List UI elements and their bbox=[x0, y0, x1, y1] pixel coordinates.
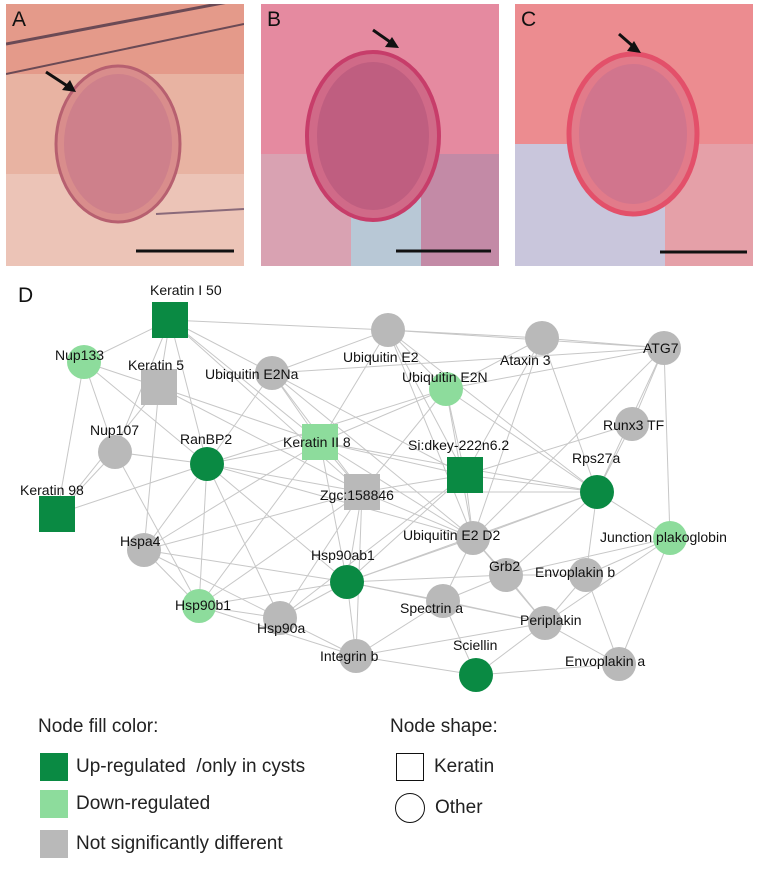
legend-item-keratin: Keratin bbox=[396, 753, 494, 781]
network-node-label: Hsp90a bbox=[257, 620, 305, 636]
panel-letter-d: D bbox=[18, 284, 33, 307]
panel-letter-c: C bbox=[521, 8, 536, 32]
panel-letter-a: A bbox=[12, 8, 26, 32]
network-node-label: Ubiquitin E2Na bbox=[205, 366, 299, 382]
network-node-label: Zgc:158846 bbox=[320, 487, 394, 503]
network-node-ubiE2 bbox=[371, 313, 405, 347]
histology-image-a bbox=[6, 4, 244, 266]
network-node-ranbp2 bbox=[190, 447, 224, 481]
network-edge bbox=[144, 387, 159, 550]
network-node-label: Hsp90ab1 bbox=[311, 547, 375, 563]
network-node-label: RanBP2 bbox=[180, 431, 232, 447]
network-node-label: Rps27a bbox=[572, 450, 620, 466]
histology-panel-c: C bbox=[515, 4, 753, 266]
legend-item-up: Up-regulated /only in cysts bbox=[40, 753, 305, 781]
fill-legend-title: Node fill color: bbox=[38, 716, 158, 738]
network-node-rps27a bbox=[580, 475, 614, 509]
network-edge bbox=[545, 538, 670, 623]
network-node-keratin98 bbox=[39, 496, 75, 532]
network-node-hsp90ab1 bbox=[330, 565, 364, 599]
network-edge bbox=[347, 575, 506, 582]
network-node-label: Keratin 5 bbox=[128, 357, 184, 373]
network-node-keratin5 bbox=[141, 369, 177, 405]
network-node-label: Hspa4 bbox=[120, 533, 161, 549]
network-edge bbox=[664, 348, 670, 538]
network-node-ataxin3 bbox=[525, 321, 559, 355]
legend-item-other: Other bbox=[395, 793, 483, 823]
network-node-label: Sciellin bbox=[453, 637, 497, 653]
network-node-label: Envoplakin a bbox=[565, 653, 645, 669]
network-node-sidkey bbox=[447, 457, 483, 493]
legend-label-ns: Not significantly different bbox=[76, 833, 283, 855]
network-edge bbox=[356, 623, 545, 656]
network-edge bbox=[207, 464, 347, 582]
network-node-label: Junction plakoglobin bbox=[600, 529, 727, 545]
shape-legend-title: Node shape: bbox=[390, 716, 498, 738]
legend-label-up: Up-regulated /only in cysts bbox=[76, 756, 305, 778]
network-node-keratin150 bbox=[152, 302, 188, 338]
panel-letter-b: B bbox=[267, 8, 281, 32]
network-node-label: Integrin b bbox=[320, 648, 379, 664]
legend-item-down: Down-regulated bbox=[40, 790, 210, 818]
protein-network: D Keratin I 50 Nup133Keratin 5 Ubiquitin E… bbox=[0, 270, 761, 700]
network-node-label: Ubiquitin E2 D2 bbox=[403, 527, 500, 543]
network-node-sciellin bbox=[459, 658, 493, 692]
network-node-label: Hsp90b1 bbox=[175, 597, 231, 613]
network-node-label: Ataxin 3 bbox=[500, 352, 551, 368]
legend-label-other: Other bbox=[435, 797, 483, 819]
histology-image-c bbox=[515, 4, 753, 266]
network-node-label: Ubiquitin E2 bbox=[343, 349, 419, 365]
network-edge bbox=[170, 320, 388, 330]
network-node-label: Envoplakin b bbox=[535, 564, 615, 580]
legend-swatch-ns bbox=[40, 830, 68, 858]
square-shape-icon bbox=[396, 753, 424, 781]
network-node-label: ATG7 bbox=[643, 340, 679, 356]
network-node-label: Periplakin bbox=[520, 612, 581, 628]
legend-label-down: Down-regulated bbox=[76, 793, 210, 815]
legend-item-ns: Not significantly different bbox=[40, 830, 283, 858]
network-node-label: Keratin I 50 bbox=[150, 282, 222, 298]
histology-panel-b: B bbox=[261, 4, 499, 266]
network-node-label: Runx3 TF bbox=[603, 417, 664, 433]
legend-swatch-up bbox=[40, 753, 68, 781]
network-node-label: Nup133 bbox=[55, 347, 104, 363]
legend-swatch-down bbox=[40, 790, 68, 818]
legend-label-keratin: Keratin bbox=[434, 756, 494, 778]
network-node-label: Ubiquitin E2N bbox=[402, 369, 488, 385]
network-edge bbox=[144, 442, 320, 550]
network-edge bbox=[465, 475, 597, 492]
network-node-label: Keratin II 8 bbox=[283, 434, 351, 450]
network-node-nup107 bbox=[98, 435, 132, 469]
network-node-label: Grb2 bbox=[489, 558, 520, 574]
network-edge bbox=[115, 452, 199, 606]
network-node-label: Nup107 bbox=[90, 422, 139, 438]
network-node-label: Si:dkey-222n6.2 bbox=[408, 437, 509, 453]
network-node-label: Spectrin a bbox=[400, 600, 463, 616]
histology-panel-a: A bbox=[6, 4, 244, 266]
circle-shape-icon bbox=[395, 793, 425, 823]
network-node-label: Keratin 98 bbox=[20, 482, 84, 498]
histology-image-b bbox=[261, 4, 499, 266]
